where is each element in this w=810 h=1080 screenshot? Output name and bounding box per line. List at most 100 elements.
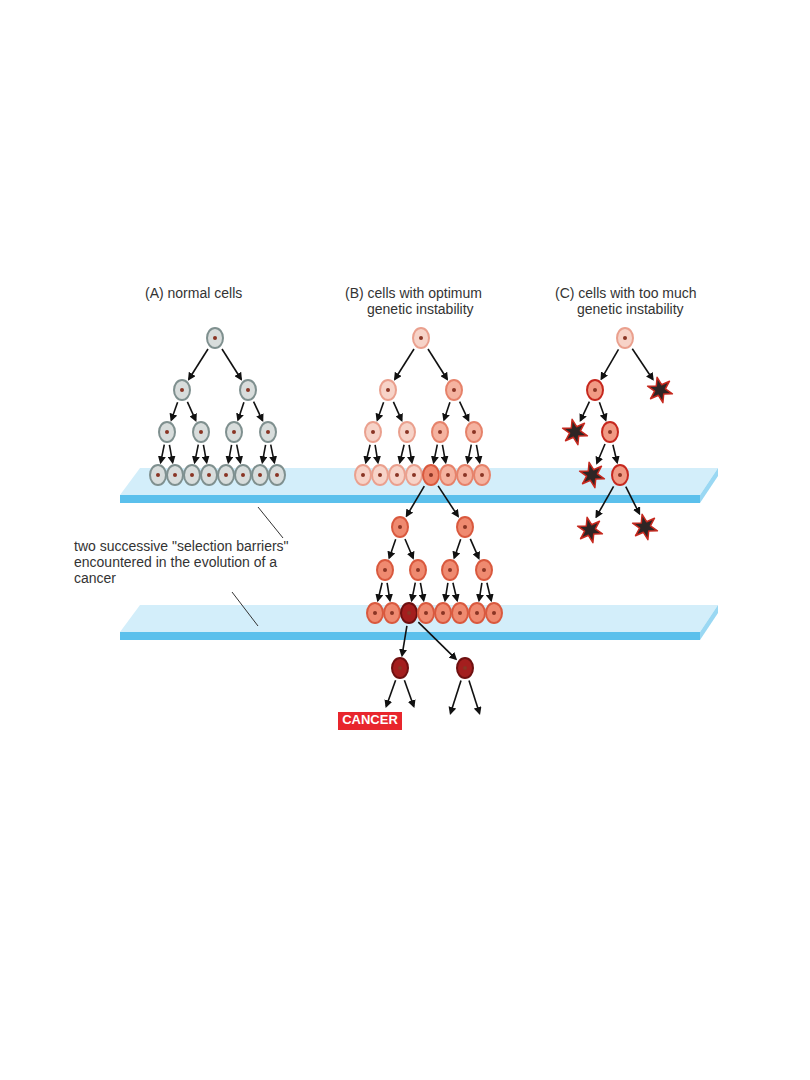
- division-arrow: [405, 539, 413, 558]
- division-arrow: [222, 349, 241, 379]
- cell: [457, 517, 473, 537]
- cell: [401, 603, 417, 623]
- cell-nucleus: [173, 473, 177, 477]
- cell: [377, 560, 393, 580]
- division-arrow: [203, 445, 206, 462]
- cell-nucleus: [371, 430, 375, 434]
- cell-nucleus: [463, 666, 467, 670]
- cell-nucleus: [266, 430, 270, 434]
- cell-nucleus: [424, 611, 428, 615]
- division-arrow: [393, 402, 401, 420]
- division-arrow: [420, 583, 423, 600]
- cell: [240, 380, 256, 400]
- division-arrow: [602, 349, 619, 378]
- cell: [452, 603, 468, 623]
- division-arrow: [395, 349, 414, 379]
- cell-nucleus: [405, 430, 409, 434]
- cell-nucleus: [448, 568, 452, 572]
- division-arrow: [404, 680, 413, 706]
- cell: [269, 465, 285, 485]
- cell: [372, 465, 388, 485]
- cell-nucleus: [482, 568, 486, 572]
- cell: [380, 380, 396, 400]
- division-arrow: [451, 680, 461, 713]
- division-arrow: [262, 445, 265, 462]
- barrier-side: [700, 468, 718, 503]
- division-arrow: [407, 486, 425, 516]
- cells: [150, 328, 672, 713]
- dead-cell: [633, 514, 658, 539]
- cell-nucleus: [207, 473, 211, 477]
- cell: [260, 422, 276, 442]
- cell: [446, 380, 462, 400]
- dead-cell: [648, 377, 673, 402]
- cell-nucleus: [463, 473, 467, 477]
- cell-nucleus: [241, 473, 245, 477]
- division-arrow: [171, 402, 177, 420]
- cell: [457, 465, 473, 485]
- cell-nucleus: [419, 336, 423, 340]
- division-arrow: [487, 583, 491, 601]
- division-arrow: [418, 622, 455, 659]
- cell: [602, 422, 618, 442]
- division-arrow: [445, 583, 448, 600]
- division-arrow: [438, 486, 458, 516]
- division-arrow: [366, 445, 370, 463]
- cell-nucleus: [190, 473, 194, 477]
- dead-cell: [578, 517, 603, 542]
- division-arrow: [599, 402, 605, 420]
- division-arrow: [402, 626, 407, 655]
- cell-nucleus: [180, 388, 184, 392]
- cell-nucleus: [361, 473, 365, 477]
- division-arrow: [187, 402, 195, 420]
- cell: [174, 380, 190, 400]
- cell: [442, 560, 458, 580]
- cell: [413, 328, 429, 348]
- cell-nucleus: [378, 473, 382, 477]
- cell-nucleus: [199, 430, 203, 434]
- division-arrow: [442, 445, 445, 462]
- cell-nucleus: [608, 430, 612, 434]
- cell: [469, 603, 485, 623]
- cell-nucleus: [390, 611, 394, 615]
- cell: [184, 465, 200, 485]
- division-arrow: [613, 445, 617, 463]
- division-arrow: [468, 445, 472, 463]
- cell-nucleus: [213, 336, 217, 340]
- cell: [252, 465, 268, 485]
- cell: [384, 603, 400, 623]
- cell-nucleus: [480, 473, 484, 477]
- cell: [435, 603, 451, 623]
- cell: [167, 465, 183, 485]
- cell: [159, 422, 175, 442]
- cell: [193, 422, 209, 442]
- division-arrow: [189, 349, 208, 379]
- cell: [486, 603, 502, 623]
- division-arrow: [271, 445, 275, 463]
- cell-nucleus: [593, 388, 597, 392]
- cell-nucleus: [463, 525, 467, 529]
- cell-nucleus: [438, 430, 442, 434]
- cell: [367, 603, 383, 623]
- cell-nucleus: [398, 525, 402, 529]
- cell: [392, 658, 408, 678]
- cell: [389, 465, 405, 485]
- division-arrow: [454, 539, 460, 557]
- cell-nucleus: [246, 388, 250, 392]
- cell: [392, 517, 408, 537]
- cell: [423, 465, 439, 485]
- barrier-edge: [120, 495, 700, 503]
- panel-heading: (C) cells with too much genetic instabil…: [555, 285, 735, 317]
- division-arrow: [238, 402, 244, 419]
- cell-nucleus: [398, 666, 402, 670]
- cell: [365, 422, 381, 442]
- division-arrow: [378, 583, 382, 601]
- result-text: CANCER: [342, 712, 398, 728]
- cell: [432, 422, 448, 442]
- division-arrow: [161, 445, 165, 463]
- cell: [406, 465, 422, 485]
- cell: [476, 560, 492, 580]
- division-arrow: [597, 444, 605, 463]
- cell: [218, 465, 234, 485]
- division-arrow: [470, 539, 478, 558]
